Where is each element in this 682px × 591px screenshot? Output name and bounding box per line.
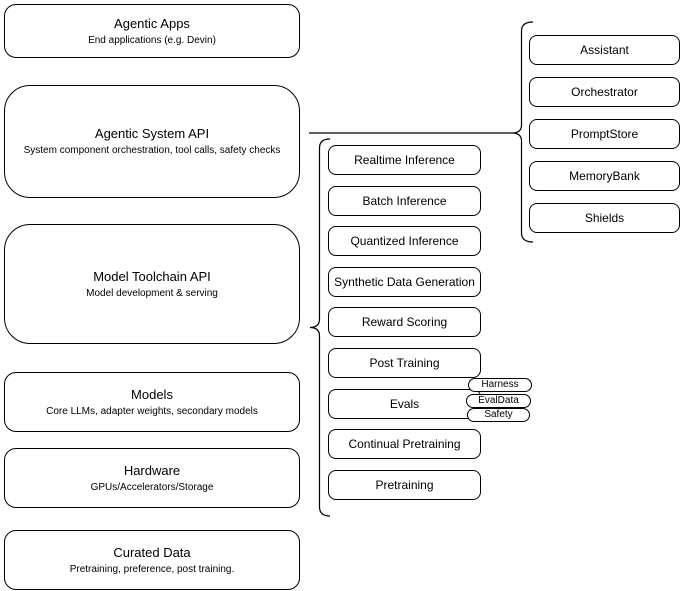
node-title: Model Toolchain API bbox=[93, 268, 211, 284]
node-reward-scoring: Reward Scoring bbox=[328, 307, 481, 337]
node-agentic-system-api: Agentic System API System component orch… bbox=[4, 85, 300, 198]
node-continual-pretraining: Continual Pretraining bbox=[328, 429, 481, 459]
node-label: Pretraining bbox=[375, 478, 434, 492]
node-subtitle: Pretraining, preference, post training. bbox=[69, 563, 235, 575]
node-label: Orchestrator bbox=[571, 85, 638, 99]
node-label: Batch Inference bbox=[362, 194, 447, 208]
node-label: MemoryBank bbox=[569, 169, 640, 183]
node-label: Synthetic Data Generation bbox=[334, 275, 475, 289]
node-title: Models bbox=[131, 386, 173, 402]
node-models: Models Core LLMs, adapter weights, secon… bbox=[4, 372, 300, 432]
node-post-training: Post Training bbox=[328, 348, 481, 378]
node-label: Assistant bbox=[580, 43, 629, 57]
node-title: Agentic System API bbox=[94, 126, 210, 141]
node-orchestrator: Orchestrator bbox=[529, 77, 680, 107]
node-subtitle: End applications (e.g. Devin) bbox=[88, 34, 216, 46]
badge-label: Harness bbox=[481, 379, 519, 390]
node-label: Realtime Inference bbox=[354, 153, 455, 167]
node-title: Curated Data bbox=[113, 544, 191, 560]
node-model-toolchain-api: Model Toolchain API Model development & … bbox=[4, 224, 300, 344]
node-title: Hardware bbox=[123, 462, 181, 478]
system-components-curly-bracket bbox=[511, 21, 534, 243]
node-label: Reward Scoring bbox=[361, 315, 448, 329]
node-label: Shields bbox=[584, 211, 625, 225]
node-hardware: Hardware GPUs/Accelerators/Storage bbox=[4, 448, 300, 508]
badge-label: EvalData bbox=[478, 395, 519, 406]
node-title: Agentic Apps bbox=[114, 15, 190, 31]
node-assistant: Assistant bbox=[529, 35, 680, 65]
node-agentic-apps: Agentic Apps End applications (e.g. Devi… bbox=[4, 4, 300, 58]
node-quantized-inference: Quantized Inference bbox=[328, 226, 481, 256]
node-evals: Evals bbox=[328, 389, 481, 419]
node-shields: Shields bbox=[529, 203, 680, 233]
node-label: Quantized Inference bbox=[350, 234, 459, 248]
node-pretraining: Pretraining bbox=[328, 470, 481, 500]
badge-label: Safety bbox=[484, 409, 513, 420]
toolchain-curly-bracket bbox=[309, 138, 331, 517]
badge-evaldata: EvalData bbox=[466, 394, 531, 408]
node-curated-data: Curated Data Pretraining, preference, po… bbox=[4, 530, 300, 590]
badge-harness: Harness bbox=[468, 378, 532, 392]
node-synthetic-data-generation: Synthetic Data Generation bbox=[328, 267, 481, 297]
node-promptstore: PromptStore bbox=[529, 119, 680, 149]
node-label: Continual Pretraining bbox=[348, 437, 461, 451]
badge-safety: Safety bbox=[467, 408, 530, 422]
node-subtitle: Model development & serving bbox=[86, 287, 218, 299]
node-subtitle: Core LLMs, adapter weights, secondary mo… bbox=[46, 405, 258, 417]
node-label: Post Training bbox=[369, 356, 440, 370]
node-label: PromptStore bbox=[570, 127, 639, 141]
node-memorybank: MemoryBank bbox=[529, 161, 680, 191]
node-subtitle: System component orchestration, tool cal… bbox=[23, 145, 281, 156]
node-realtime-inference: Realtime Inference bbox=[328, 145, 481, 175]
node-subtitle: GPUs/Accelerators/Storage bbox=[90, 481, 214, 493]
node-label: Evals bbox=[389, 397, 420, 411]
node-batch-inference: Batch Inference bbox=[328, 186, 481, 216]
